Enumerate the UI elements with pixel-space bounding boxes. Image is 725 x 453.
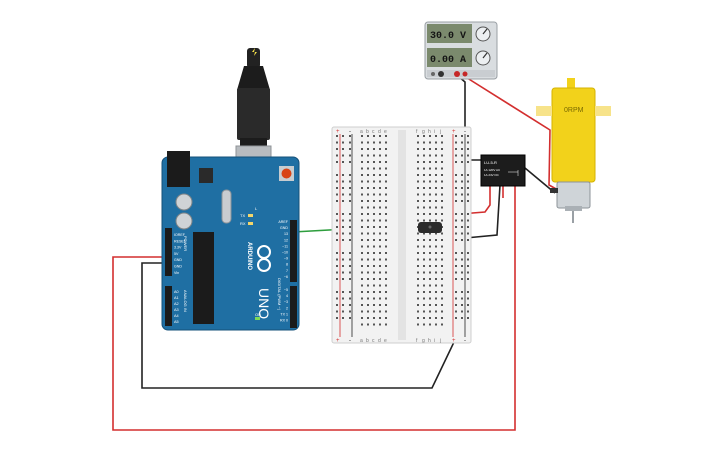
power-pin-label: Vin — [174, 271, 179, 275]
on-led-label: ON — [255, 312, 261, 317]
breadboard-rail-sign: + — [452, 338, 456, 344]
breadboard-column-letter: a — [360, 129, 363, 135]
voltage-display: 30.0 V — [430, 31, 466, 42]
brand-name: ARDUINO — [246, 242, 252, 270]
digital-header-bottom[interactable] — [290, 286, 297, 328]
relay-spec-2: 1A 24V DC — [484, 173, 500, 177]
breadboard-rail-sign: + — [336, 338, 340, 344]
digital-pin-label: 12 — [284, 238, 288, 242]
power-pin-label: 3.3V — [174, 246, 182, 250]
breadboard-column-letter: b — [366, 129, 369, 135]
digital-pin-label: ~6 — [284, 275, 288, 279]
analog-pin-label: A1 — [174, 296, 179, 300]
breadboard-rail-sign: - — [349, 129, 351, 135]
breadboard-column-letter: i — [434, 129, 435, 135]
wire-red-supply[interactable] — [463, 75, 559, 191]
digital-pin-label: ~11 — [282, 244, 288, 248]
relay-spec-1: 1A 120V AC — [484, 168, 501, 172]
breadboard-rail-sign: + — [452, 129, 456, 135]
power-pin-label: GND — [174, 258, 182, 262]
breadboard-column-letter: g — [422, 129, 425, 135]
digital-pin-label: 7 — [286, 269, 288, 273]
breadboard-column-letter: i — [434, 338, 435, 344]
digital-pin-label: TX 1 — [280, 312, 288, 316]
power-supply[interactable] — [424, 21, 498, 80]
breadboard[interactable] — [331, 126, 472, 344]
arduino-text: UNO ARDUINO DIGITAL (PWM ~) POWER ANALOG… — [174, 206, 289, 324]
tx-label: TX — [240, 213, 245, 218]
breadboard-column-letter: d — [378, 129, 381, 135]
power-pin-label: GND — [174, 265, 182, 269]
breadboard-column-letter: b — [366, 338, 369, 344]
dc-motor[interactable] — [536, 78, 611, 223]
digital-pin-label: GND — [280, 226, 288, 230]
terminal-negative-icon[interactable] — [438, 71, 444, 77]
relay-text: LU-5-R 1A 120V AC 1A 24V DC — [484, 160, 501, 177]
digital-pin-label: ~10 — [282, 251, 288, 255]
breadboard-column-letter: a — [360, 338, 363, 344]
transistor[interactable] — [418, 222, 442, 233]
analog-header-label: ANALOG IN — [183, 290, 188, 312]
breadboard-column-letter: j — [439, 129, 441, 135]
breadboard-column-letter: e — [384, 338, 387, 344]
breadboard-holes[interactable] — [336, 135, 469, 326]
l-label: L — [255, 206, 258, 211]
digital-pin-label: 2 — [286, 306, 288, 310]
digital-pin-label: ~9 — [284, 257, 288, 261]
analog-pin-label: A2 — [174, 302, 179, 306]
digital-pin-label: AREF — [278, 220, 288, 224]
rx-label: RX — [240, 221, 246, 226]
relay-label: LU-5-R — [484, 160, 497, 165]
digital-pin-label: 8 — [286, 263, 288, 267]
arduino-uno-board[interactable] — [161, 151, 300, 331]
breadboard-column-letter: g — [422, 338, 425, 344]
digital-pin-label: 13 — [284, 232, 288, 236]
digital-header-label: DIGITAL (PWM ~) — [277, 278, 282, 311]
analog-pin-label: A5 — [174, 320, 179, 324]
breadboard-rail-sign: + — [336, 129, 340, 135]
breadboard-column-letter: d — [378, 338, 381, 344]
breadboard-column-letter: h — [428, 129, 431, 135]
analog-pin-label: A3 — [174, 308, 179, 312]
digital-pin-label: RX 0 — [280, 319, 288, 323]
breadboard-column-letter: h — [428, 338, 431, 344]
current-display: 0.00 A — [430, 55, 466, 66]
arduino-logo-icon — [257, 245, 271, 272]
power-header-label: POWER — [183, 236, 188, 251]
analog-pin-label: A4 — [174, 314, 179, 318]
breadboard-rail-sign: - — [349, 338, 351, 344]
power-pin-label: RESET — [174, 239, 187, 243]
breadboard-column-letter: j — [439, 338, 441, 344]
power-pin-label: IOREF — [174, 233, 186, 237]
breadboard-column-letter: c — [372, 338, 375, 344]
terminal-positive-icon[interactable] — [454, 71, 460, 77]
power-header[interactable] — [165, 228, 172, 276]
analog-header[interactable] — [165, 286, 172, 326]
breadboard-column-letter: e — [384, 129, 387, 135]
breadboard-rail-sign: - — [464, 129, 466, 135]
digital-pin-label: 4 — [286, 294, 288, 298]
motor-rpm-label: 0RPM — [564, 107, 584, 114]
analog-pin-label: A0 — [174, 290, 179, 294]
breadboard-column-letter: c — [372, 129, 375, 135]
board-name: UNO — [256, 288, 272, 319]
breadboard-column-letter: f — [416, 129, 418, 135]
power-jack[interactable] — [167, 151, 190, 187]
breadboard-column-letter: f — [416, 338, 418, 344]
relay[interactable] — [480, 154, 526, 187]
atmega-chip — [193, 232, 214, 324]
digital-header-top[interactable] — [290, 220, 297, 282]
digital-pin-label: ~5 — [284, 288, 288, 292]
digital-pin-label: ~3 — [284, 300, 288, 304]
breadboard-rail-sign: - — [464, 338, 466, 344]
power-pin-label: 5V — [174, 252, 179, 256]
